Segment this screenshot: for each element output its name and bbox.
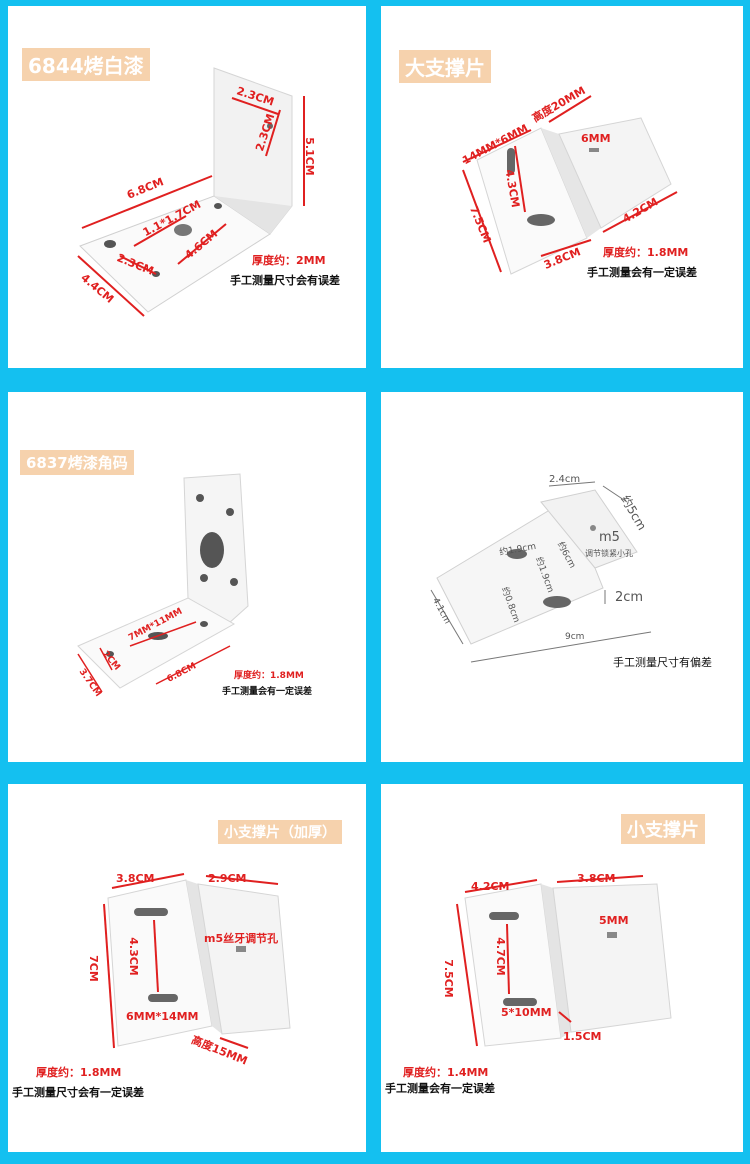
dim-b: 3.8CM	[577, 872, 616, 885]
small-support-illustration	[456, 875, 672, 1047]
dim-m5: m5	[599, 530, 620, 545]
thickness-text: 厚度约：2MM	[252, 254, 326, 267]
dim-top: 2.4cm	[549, 474, 581, 485]
dim-m5: m5丝牙调节孔	[204, 932, 279, 945]
dim-a: 3.8CM	[116, 872, 155, 885]
note-text: 手工测量会有一定误差	[385, 1082, 495, 1095]
panel-6844: 6844烤白漆 2.3CM 2.3CM 5.1CM 6.8CM 1.1*1.7C…	[8, 6, 366, 368]
thickness-text: 厚度约：1.8MM	[36, 1066, 122, 1079]
dim-slot: 5*10MM	[501, 1006, 552, 1019]
dim-length: 4.3CM	[126, 937, 140, 976]
panel-title: 6844烤白漆	[22, 48, 150, 81]
large-support-illustration	[462, 95, 678, 275]
note-text: 手工测量会有一定误差	[222, 687, 313, 697]
dim-1-5: 1.5CM	[563, 1030, 602, 1043]
note-text: 手工测量尺寸会有误差	[230, 274, 340, 287]
dim-length: 4.7CM	[493, 937, 507, 976]
dim-height: 7CM	[86, 955, 100, 982]
dim-height: 7.5CM	[441, 959, 455, 998]
panel-support-sketch: 2.4cm 约5cm m5 调节锁紧小孔 约1.9cm 约1.9cm 约6cm …	[381, 392, 743, 762]
note-text: 手工测量尺寸有偏差	[613, 656, 712, 669]
thickness-text: 厚度约：1.4MM	[403, 1066, 489, 1079]
dim-hole: 6MM	[581, 132, 611, 145]
note-text: 手工测量尺寸会有一定误差	[12, 1086, 144, 1099]
dim-m5-note: 调节锁紧小孔	[585, 549, 633, 558]
panel-title: 大支撑片	[399, 50, 491, 83]
small-support-thick-illustration	[103, 873, 291, 1049]
panel-title: 小支撑片（加厚）	[218, 820, 342, 844]
bracket-6837-illustration	[77, 473, 249, 693]
panel-title: 小支撑片	[621, 814, 705, 844]
panel-6837: 6837烤漆角码 7MM*11MM 2CM 6.8CM 3.7CM 厚度约：1.…	[8, 392, 366, 762]
dim-hole: 5MM	[599, 914, 629, 927]
thickness-text: 厚度约：1.8MM	[234, 671, 304, 681]
panel-small-support: 小支撑片 4.2CM 3.8CM 5MM 4.7CM 7.5CM 5*10MM …	[381, 784, 743, 1152]
bracket-6844-illustration	[77, 67, 305, 317]
dim-step: 2cm	[615, 590, 644, 605]
dim-length: 9cm	[565, 632, 585, 642]
panel-small-support-thick: 小支撑片（加厚） 3.8CM 2.9CM m5丝牙调节孔 4.3CM 7CM 6…	[8, 784, 366, 1152]
thickness-text: 厚度约：1.8MM	[603, 246, 689, 259]
dim-slot: 6MM*14MM	[126, 1010, 199, 1023]
dim-b: 2.9CM	[208, 872, 247, 885]
panel-large-support: 大支撑片 14MM*6MM 高度20MM 6MM 4.3CM 7.5CM 3.8…	[381, 6, 743, 368]
note-text: 手工测量会有一定误差	[587, 266, 697, 279]
support-sketch-illustration	[430, 481, 652, 663]
panel-title: 6837烤漆角码	[20, 450, 134, 475]
dim-a: 4.2CM	[471, 880, 510, 893]
dim-height: 5.1CM	[302, 137, 316, 176]
